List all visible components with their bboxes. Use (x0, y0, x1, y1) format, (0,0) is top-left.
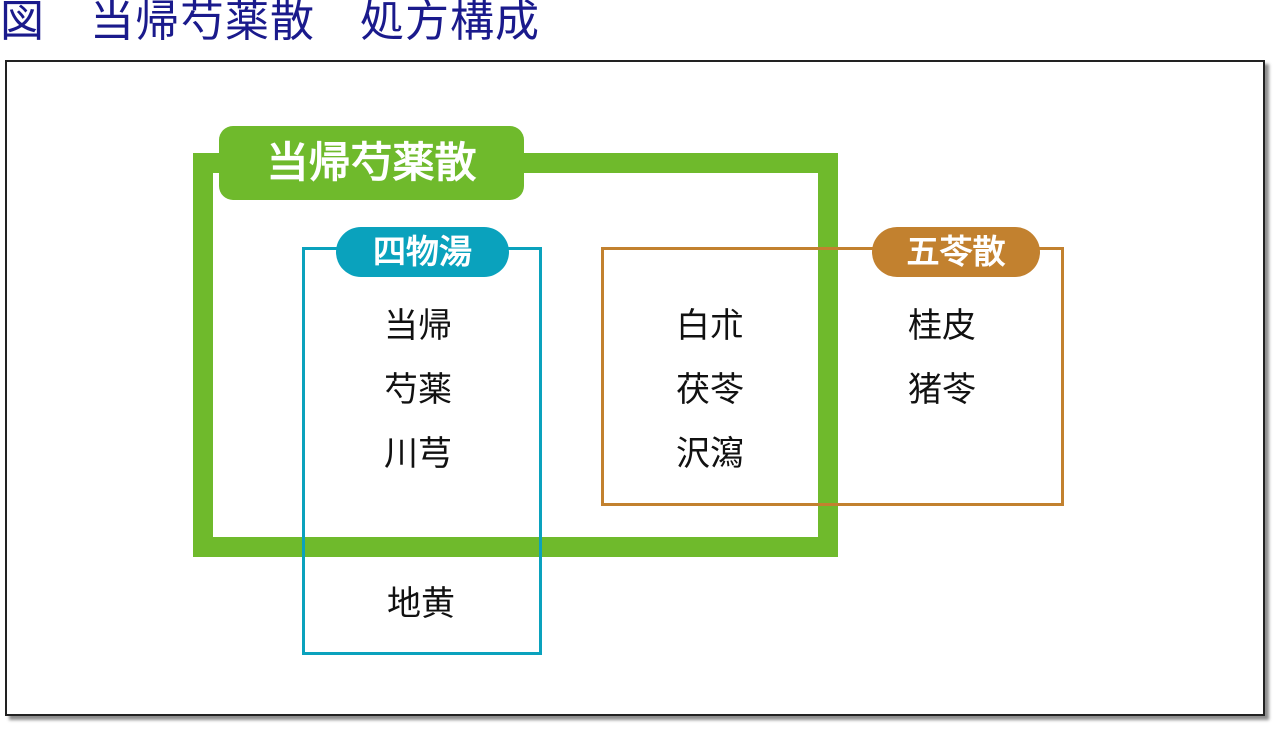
page-title: 図 当帰芍薬散 処方構成 (0, 0, 540, 47)
herb-senkyu: 川芎 (384, 434, 452, 474)
herb-chorei: 猪苓 (908, 370, 976, 410)
herb-keihi: 桂皮 (908, 306, 976, 346)
herb-jio: 地黄 (387, 584, 455, 624)
herb-byakujutsu: 白朮 (676, 306, 744, 346)
goreisan-label: 五苓散 (872, 227, 1040, 277)
tokishakuyakusan-label: 当帰芍薬散 (219, 126, 524, 200)
herb-bukuryo: 茯苓 (676, 370, 744, 410)
goreisan-box (601, 247, 1064, 506)
herb-shakuyaku: 芍薬 (384, 370, 452, 410)
shimotsuto-label: 四物湯 (336, 227, 509, 277)
herb-toki: 当帰 (384, 306, 452, 346)
herb-takusha: 沢瀉 (676, 434, 744, 474)
